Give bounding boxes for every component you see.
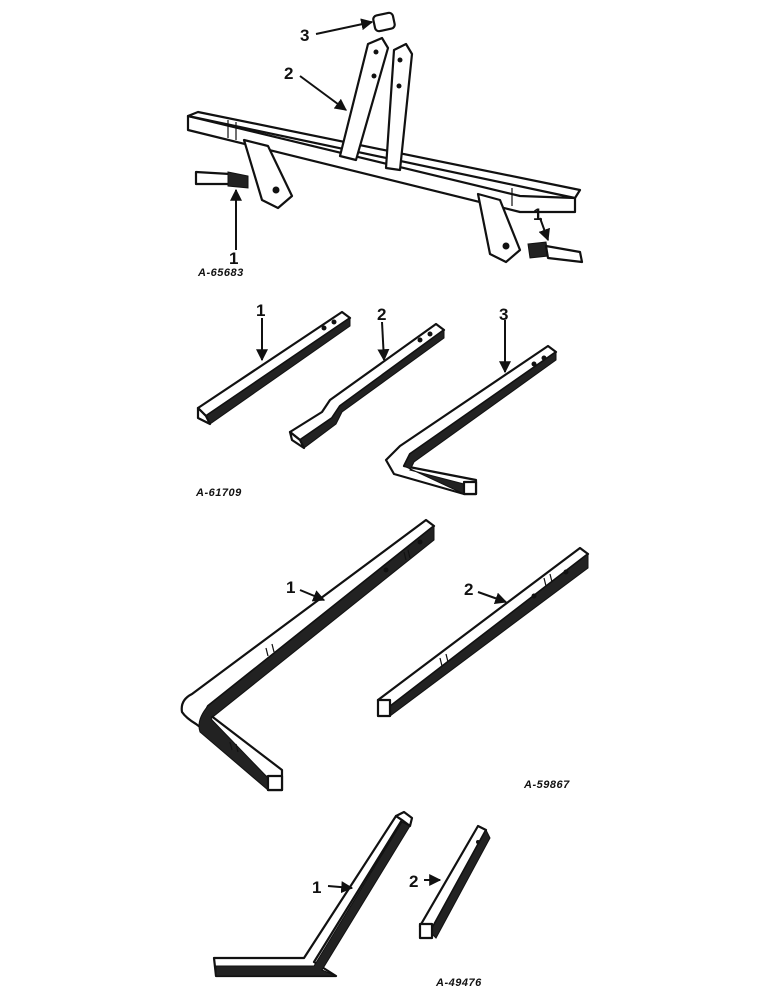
figure-a-49476: 1 2 A-49476	[212, 810, 491, 989]
callout-label: 3	[499, 305, 508, 324]
figure-a-65683: 3 2 1 1 A-65683	[186, 11, 584, 279]
figure-a-59867: 1 2 A-59867	[180, 518, 590, 792]
straight-bar	[376, 546, 590, 718]
upright-straps	[338, 36, 414, 172]
callout-label: 2	[284, 64, 293, 83]
offset-bar	[288, 322, 446, 450]
straight-bar	[196, 310, 352, 426]
cross-bar	[186, 110, 582, 214]
callout-label: 1	[312, 878, 321, 897]
long-bent-bar	[180, 518, 436, 792]
callout-label: 1	[256, 301, 265, 320]
left-bolt	[194, 170, 249, 189]
left-bracket	[242, 138, 294, 210]
figure-code: A-59867	[523, 779, 570, 791]
callout-label: 2	[464, 580, 473, 599]
right-bolt	[527, 241, 584, 264]
callout-label: 3	[300, 26, 309, 45]
bent-bar	[212, 810, 414, 978]
callout-label: 1	[286, 578, 295, 597]
right-bracket	[476, 192, 522, 264]
figure-code: A-65683	[197, 267, 244, 279]
figure-code: A-49476	[435, 977, 482, 989]
callout-label: 1	[229, 249, 238, 268]
spacer-sleeve	[372, 11, 396, 33]
callout-label: 2	[409, 872, 418, 891]
figure-code: A-61709	[195, 487, 242, 499]
figure-a-61709: 1 2 3 A-61709	[195, 301, 558, 499]
callout-label: 1	[533, 205, 542, 224]
bent-bar	[384, 344, 558, 496]
short-bar	[418, 824, 491, 940]
callout-label: 2	[377, 305, 386, 324]
